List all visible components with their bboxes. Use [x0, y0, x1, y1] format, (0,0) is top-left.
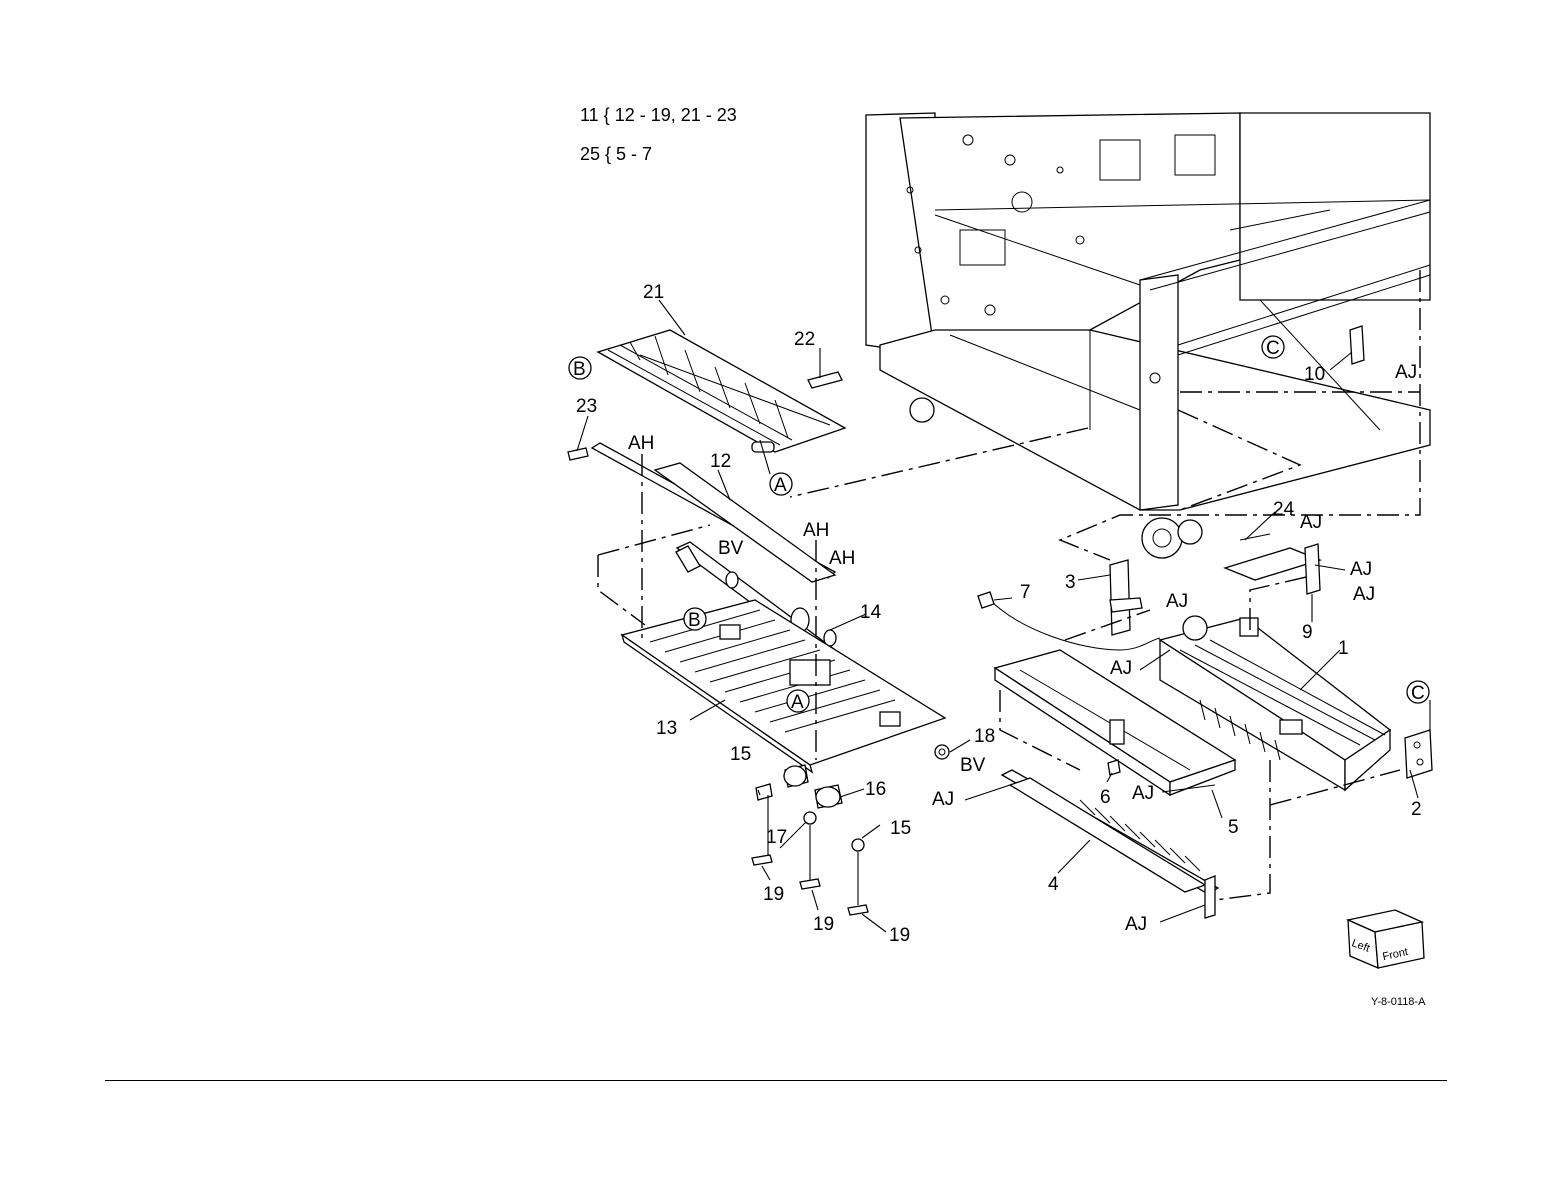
ref-aj-8: AJ	[1132, 783, 1154, 804]
ref-circle-c1: C	[1262, 336, 1284, 359]
callout-4: 4	[1048, 874, 1059, 895]
footer-rule	[105, 1080, 1447, 1081]
callout-12: 12	[710, 451, 731, 472]
orientation-cube: Left Front	[1348, 910, 1424, 968]
group-heading-11: 11 { 12 - 19, 21 - 23	[580, 105, 737, 125]
svg-text:C: C	[1411, 683, 1425, 704]
part-10-bracket	[1350, 326, 1364, 364]
ref-aj-3: AJ	[1350, 559, 1372, 580]
ref-aj-5: AJ	[1166, 591, 1188, 612]
machine-frame	[866, 113, 1430, 558]
svg-text:B: B	[688, 610, 701, 631]
group-heading-25: 25 { 5 - 7	[580, 144, 652, 164]
svg-text:A: A	[791, 692, 804, 713]
callout-1: 1	[1338, 638, 1349, 659]
callout-15b: 15	[890, 818, 911, 839]
callout-2: 2	[1411, 799, 1422, 820]
ref-aj-9: AJ	[1125, 914, 1147, 935]
connector-line	[1215, 760, 1270, 900]
callout-18: 18	[974, 726, 995, 747]
ref-circle-b2: B	[684, 608, 706, 631]
ref-circle-c2: C	[1407, 681, 1429, 704]
part-9-bracket	[1305, 544, 1320, 594]
callout-21: 21	[643, 282, 664, 303]
ref-aj-7: AJ	[932, 789, 954, 810]
part-13-tray	[622, 600, 945, 772]
ref-aj-1: AJ	[1395, 362, 1417, 383]
ref-aj-4: AJ	[1353, 584, 1375, 605]
ref-circle-b1: B	[569, 357, 591, 380]
part-18-bearing	[935, 745, 949, 759]
svg-text:C: C	[1266, 338, 1280, 359]
ref-ah-1: AH	[628, 433, 654, 454]
svg-text:A: A	[774, 475, 787, 496]
callout-5: 5	[1228, 817, 1239, 838]
ref-aj-6: AJ	[1110, 658, 1132, 679]
callout-16: 16	[865, 779, 886, 800]
callout-9: 9	[1302, 622, 1313, 643]
part-23-clip	[568, 448, 588, 460]
ref-aj-2: AJ	[1300, 512, 1322, 533]
callout-24: 24	[1273, 499, 1295, 520]
ref-bv-1: BV	[718, 538, 744, 559]
ref-bv-2: BV	[960, 755, 986, 776]
figure-id: Y-8-0118-A	[1371, 996, 1426, 1008]
part-6-clip	[1108, 760, 1120, 775]
callout-22: 22	[794, 329, 815, 350]
callout-7: 7	[1020, 582, 1031, 603]
callout-19a: 19	[763, 884, 784, 905]
connector-line	[1065, 610, 1150, 640]
callout-6: 6	[1100, 787, 1111, 808]
svg-text:B: B	[573, 359, 586, 380]
callout-23: 23	[576, 396, 597, 417]
ref-ah-3: AH	[829, 548, 855, 569]
callout-19c: 19	[889, 925, 910, 946]
ref-circle-a1: A	[770, 473, 792, 496]
part-22-label	[808, 372, 842, 388]
callout-15a: 15	[730, 744, 751, 765]
part-2-bracket	[1405, 730, 1432, 778]
callout-10: 10	[1304, 364, 1325, 385]
part-3-bracket	[1110, 560, 1142, 635]
connector-line	[790, 428, 1088, 497]
callout-13: 13	[656, 718, 677, 739]
callout-3: 3	[1065, 572, 1076, 593]
ref-ah-2: AH	[803, 520, 829, 541]
callout-17: 17	[766, 827, 787, 848]
callout-14: 14	[860, 602, 882, 623]
ref-circle-a2: A	[787, 690, 809, 713]
callout-19b: 19	[813, 914, 834, 935]
connector-line	[598, 555, 645, 625]
